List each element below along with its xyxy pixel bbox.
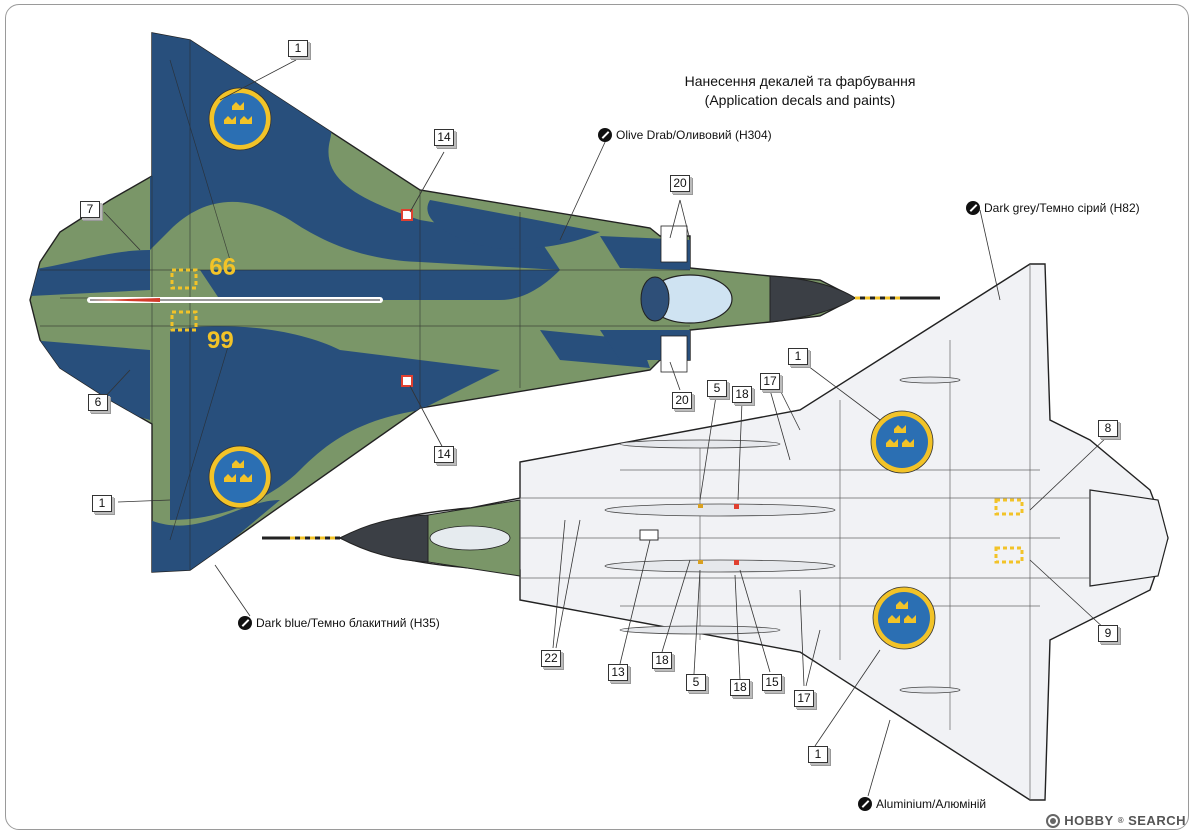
- roundel-bottom-upper: [870, 410, 934, 474]
- paint-label-dark-grey: Dark grey/Темно сірий (H82): [966, 201, 1140, 215]
- watermark: HOBBY® SEARCH: [1046, 813, 1186, 828]
- callout-decal: 20: [672, 392, 692, 409]
- callout-decal: 18: [732, 386, 752, 403]
- roundel-bottom-wing: [208, 445, 272, 509]
- paint-label-aluminium: Aluminium/Алюміній: [858, 797, 986, 811]
- callout-decal: 1: [808, 746, 828, 763]
- callout-decal: 7: [80, 201, 100, 218]
- paintbrush-icon: [966, 201, 980, 215]
- watermark-suffix: SEARCH: [1128, 813, 1186, 828]
- paintbrush-icon: [858, 797, 872, 811]
- callout-decal: 9: [1098, 625, 1118, 642]
- callout-decal: 8: [1098, 420, 1118, 437]
- roundel-bottom-lower: [872, 586, 936, 650]
- callout-decal: 6: [88, 394, 108, 411]
- callout-decal: 5: [686, 674, 706, 691]
- callout-decal: 1: [92, 495, 112, 512]
- callout-decal: 20: [670, 175, 690, 192]
- callout-decal: 18: [730, 679, 750, 696]
- callout-decal: 22: [541, 650, 561, 667]
- callout-decal: 18: [652, 652, 672, 669]
- sheet-title: Нанесення декалей та фарбування (Applica…: [620, 72, 980, 110]
- paint-label-olive-drab: Olive Drab/Оливовий (H304): [598, 128, 772, 142]
- red-marking-top: [401, 209, 413, 221]
- engine-nozzle: [1089, 489, 1169, 587]
- bottom-view-aircraft: [262, 263, 1169, 801]
- callout-decal: 14: [434, 129, 454, 146]
- leader-lines: [103, 59, 1109, 797]
- top-view-aircraft: 99 99: [29, 32, 940, 573]
- spine-red-tip: [92, 298, 160, 302]
- paintbrush-icon: [598, 128, 612, 142]
- nose-cone: [769, 275, 856, 323]
- callout-decal: 13: [608, 664, 628, 681]
- callout-decal: 14: [434, 446, 454, 463]
- callout-decal: 5: [707, 380, 727, 397]
- callout-decal: 1: [788, 348, 808, 365]
- title-line-2: (Application decals and paints): [704, 92, 896, 108]
- roundel-top-wing: [208, 87, 272, 151]
- callout-decal: 17: [794, 690, 814, 707]
- watermark-brand: HOBBY: [1064, 813, 1114, 828]
- hobbysearch-logo-icon: [1046, 813, 1061, 828]
- callout-decal: 15: [762, 674, 782, 691]
- bottom-nose-cone: [338, 514, 429, 563]
- tail-code-top: 99: [209, 252, 236, 279]
- paint-label-dark-blue: Dark blue/Темно блакитний (H35): [238, 616, 440, 630]
- callout-decal: 1: [288, 40, 308, 57]
- paintbrush-icon: [238, 616, 252, 630]
- tail-code-bottom: 99: [207, 327, 234, 354]
- callout-decal: 17: [760, 373, 780, 390]
- red-marking-bottom: [401, 375, 413, 387]
- title-line-1: Нанесення декалей та фарбування: [684, 73, 916, 89]
